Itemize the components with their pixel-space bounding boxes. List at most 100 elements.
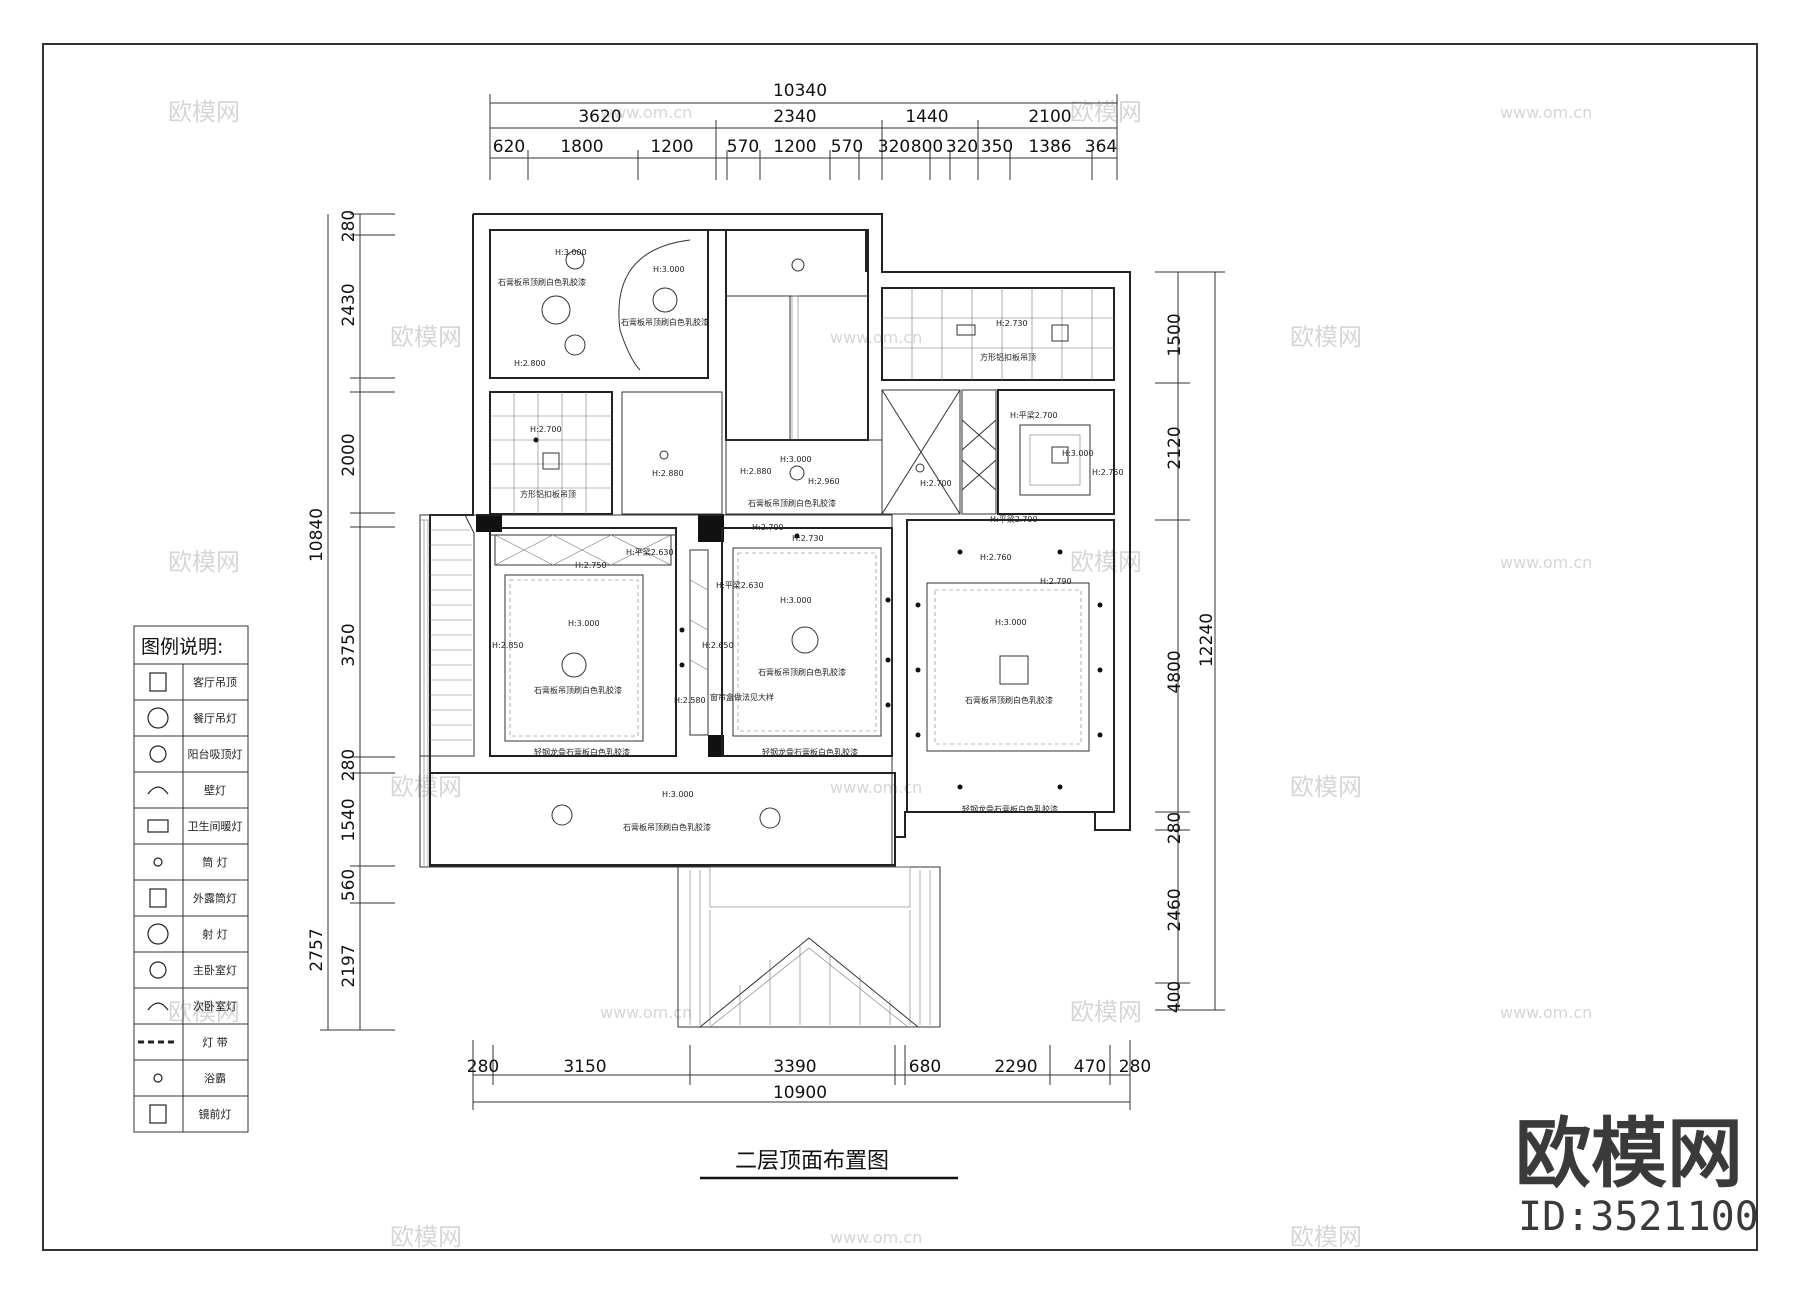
secondary-bedroom-lamp-icon xyxy=(791,626,819,654)
downlight-icon xyxy=(915,463,925,473)
height-label: H:2.700 xyxy=(530,425,562,434)
legend-label: 外露筒灯 xyxy=(193,891,237,905)
dim-label: 3150 xyxy=(563,1057,606,1077)
dim-label: 280 xyxy=(339,210,359,242)
dim-label: 2290 xyxy=(994,1057,1037,1077)
dim-bottom-total: 10900 xyxy=(773,1083,827,1103)
height-label: H:3.000 xyxy=(1062,449,1094,458)
dim-label: 320 xyxy=(946,137,978,157)
dim-label: 1800 xyxy=(560,137,603,157)
room-master-bedroom xyxy=(906,519,1115,813)
watermark-url: www.om.cn xyxy=(1500,103,1592,122)
dim-label: 280 xyxy=(1119,1057,1151,1077)
balcony-ceiling-lamp-icon xyxy=(759,807,781,829)
watermark: 欧模网 xyxy=(390,1223,462,1251)
floor-plan xyxy=(419,213,1131,1028)
ceiling-note: 轻钢龙骨石膏板白色乳胶漆 xyxy=(762,747,858,757)
dim-right-total: 12240 xyxy=(1197,613,1217,667)
watermark-url: www.om.cn xyxy=(830,1228,922,1247)
watermark: 欧模网 xyxy=(1070,548,1142,576)
room-right-small xyxy=(997,389,1115,515)
dim-label: 280 xyxy=(467,1057,499,1077)
watermark: 欧模网 xyxy=(1290,323,1362,351)
dim-label: 680 xyxy=(909,1057,941,1077)
mirror-lamp-icon xyxy=(149,1104,167,1124)
dim-label: 1540 xyxy=(339,798,359,841)
height-label: H:2.960 xyxy=(808,477,840,486)
dim-label: 3620 xyxy=(578,107,621,127)
ceiling-note: 窗帘盒做法见大样 xyxy=(710,692,774,702)
room-bedroom-middle xyxy=(721,527,893,757)
watermark-url: www.om.cn xyxy=(830,778,922,797)
height-label: H:2.730 xyxy=(996,319,1028,328)
legend-label: 筒 灯 xyxy=(202,855,228,869)
balcony-ceiling-lamp-icon xyxy=(149,745,167,763)
legend-label: 镜前灯 xyxy=(199,1107,232,1121)
downlight-icon xyxy=(659,450,669,460)
room-bedroom-top xyxy=(489,229,709,379)
height-label: H:3.000 xyxy=(662,790,694,799)
legend-label: 客厅吊顶 xyxy=(193,675,237,689)
height-label: H:2.790 xyxy=(1040,577,1072,586)
dining-lamp-icon xyxy=(652,287,678,313)
dining-lamp-icon xyxy=(147,707,169,729)
bath-heater-icon xyxy=(147,819,169,833)
brand-id: ID:3521100 xyxy=(1518,1194,1759,1240)
ceiling-note: 石膏板吊顶刷白色乳胶漆 xyxy=(534,685,622,695)
dim-label: 2430 xyxy=(339,283,359,326)
dim-label: 470 xyxy=(1074,1057,1106,1077)
drawing-title: 二层顶面布置图 xyxy=(735,1149,889,1174)
ceiling-note: 石膏板吊顶刷白色乳胶漆 xyxy=(748,498,836,508)
watermark-url: www.om.cn xyxy=(830,328,922,347)
room-living-lower xyxy=(429,772,896,867)
pendant-lamp-icon xyxy=(149,672,167,692)
dim-label: 4800 xyxy=(1165,650,1185,693)
beam-label: H:平梁2.630 xyxy=(626,548,674,557)
watermark-url: www.om.cn xyxy=(600,1003,692,1022)
secondary-bedroom-lamp-icon xyxy=(561,652,587,678)
roof-lower xyxy=(677,866,941,1028)
room-bath-top-right xyxy=(881,287,1115,381)
dim-label: 3750 xyxy=(339,623,359,666)
dim-label: 1440 xyxy=(905,107,948,127)
dim-left-total: 10840 xyxy=(307,508,327,562)
dim-top-total: 10340 xyxy=(773,81,827,101)
dim-label: 1200 xyxy=(773,137,816,157)
dim-label: 320 xyxy=(878,137,910,157)
height-label: H:3.000 xyxy=(555,248,587,257)
dim-label: 2197 xyxy=(339,944,359,987)
legend-label: 浴霸 xyxy=(204,1072,226,1085)
watermark: 欧模网 xyxy=(1070,998,1142,1026)
watermarks: 欧模网 欧模网 欧模网 欧模网 欧模网 欧模网 欧模网 欧模网 欧模网 欧模网 … xyxy=(168,98,1592,1251)
height-label: H:2.800 xyxy=(514,359,546,368)
height-label: H:2.580 xyxy=(674,696,706,705)
beam-label: H:平梁2.700 xyxy=(990,515,1038,524)
dim-label: 1500 xyxy=(1165,313,1185,356)
height-label: H:2.850 xyxy=(492,641,524,650)
height-label: H:2.700 xyxy=(920,479,952,488)
height-label: H:2.730 xyxy=(792,534,824,543)
watermark-url: www.om.cn xyxy=(600,103,692,122)
watermark: 欧模网 xyxy=(390,773,462,801)
left-dimensions: 280 2430 2000 3750 280 1540 560 2197 108… xyxy=(307,210,395,1031)
legend-label: 次卧室灯 xyxy=(193,999,237,1013)
room-bath-left xyxy=(489,391,613,515)
watermark: 欧模网 xyxy=(168,548,240,576)
ceiling-note: 方形铝扣板吊顶 xyxy=(520,489,576,499)
legend-label: 阳台吸顶灯 xyxy=(188,747,243,761)
exposed-downlight-icon xyxy=(789,465,805,481)
pendant-lamp-icon xyxy=(541,295,571,325)
dim-label: 1386 xyxy=(1028,137,1071,157)
downlight-icon xyxy=(153,857,163,867)
bedroom-lamp-icon xyxy=(149,961,167,979)
bedroom-lamp-icon xyxy=(999,655,1029,685)
dim-label: 570 xyxy=(727,137,759,157)
legend-label: 射 灯 xyxy=(202,927,228,941)
watermark: 欧模网 xyxy=(1290,773,1362,801)
height-label: H:2.750 xyxy=(575,561,607,570)
height-label: H:3.000 xyxy=(780,455,812,464)
height-label: H:2.700 xyxy=(752,523,784,532)
top-dimensions: 10340 3620 2340 1440 2100 620 1800 1200 … xyxy=(489,81,1118,180)
